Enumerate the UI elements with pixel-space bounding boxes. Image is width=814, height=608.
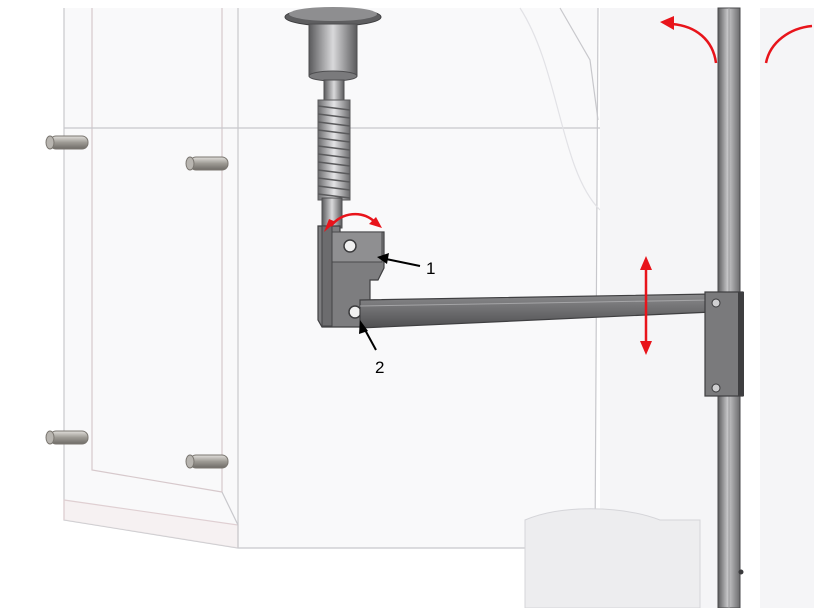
callout-arrow-2 bbox=[359, 320, 377, 351]
swing-arrow-right bbox=[764, 24, 813, 64]
callout-label-1: 1 bbox=[426, 259, 436, 278]
rail-mount-plate bbox=[704, 291, 744, 397]
pivot-hole-2 bbox=[348, 305, 362, 319]
mounting-stud bbox=[185, 156, 229, 171]
compression-spring bbox=[317, 99, 351, 201]
rotation-arrowhead-left bbox=[324, 219, 336, 232]
mounting-stud bbox=[45, 135, 89, 150]
link-arm bbox=[359, 293, 713, 329]
rotation-arrowhead-right bbox=[369, 217, 382, 228]
mounting-stud bbox=[45, 430, 89, 445]
pivot-hole-1 bbox=[343, 239, 357, 253]
vertical-motion-arrow bbox=[640, 256, 652, 355]
mounting-stud bbox=[185, 454, 229, 469]
callout-arrow-1 bbox=[377, 253, 421, 267]
release-knob bbox=[284, 7, 382, 103]
callout-label-2: 2 bbox=[375, 358, 385, 377]
swing-arrow-left bbox=[660, 16, 718, 64]
